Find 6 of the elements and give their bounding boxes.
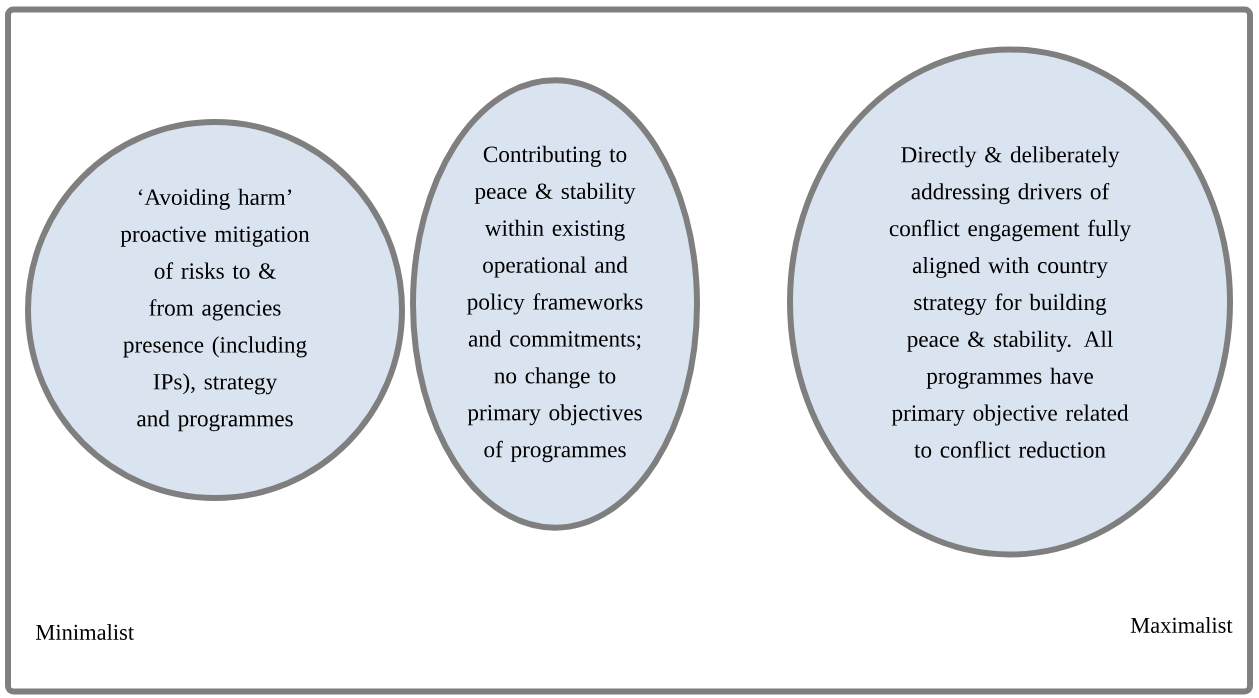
frame-box (5, 6, 1253, 695)
ellipse-node: ‘Avoiding harm’ proactive mitigation of risks to & from agencies presence (including IPs), strategy and programmes (25, 119, 405, 501)
scale-label: Maximalist (1130, 617, 1233, 633)
ellipse-node: Directly & deliberately addressing drivers of conflict engagement fully aligned with country strategy for building peace & stability. All programmes have primary objective related to conflict reduction (787, 46, 1233, 558)
ellipse-node: Contributing to peace & stability within existing operational and policy frameworks and commitments; no change to primary objectives of programmes (410, 77, 700, 531)
scale-label: Minimalist (36, 624, 134, 640)
